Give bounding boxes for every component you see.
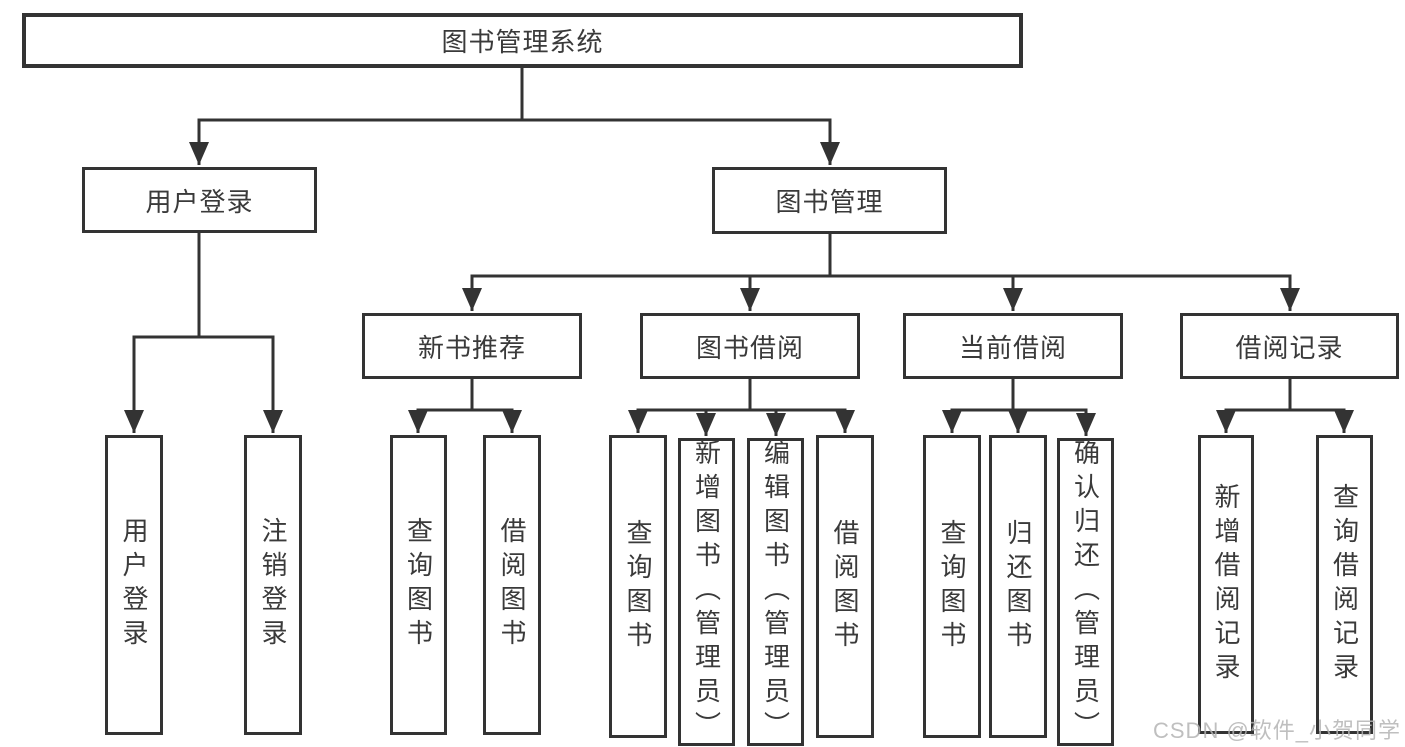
leaf-user-login: 用户登录 <box>105 435 163 735</box>
csdn-watermark: CSDN @软件_小贺同学 <box>1153 718 1402 743</box>
node-current-borrowing: 当前借阅 <box>903 313 1123 379</box>
leaf-query-borrow-record: 查询借阅记录 <box>1316 435 1373 734</box>
leaf-edit-books-admin-label: 编辑图书（管理员） <box>760 439 791 745</box>
leaf-edit-books-admin: 编辑图书（管理员） <box>747 438 804 746</box>
node-book-management: 图书管理 <box>712 167 947 234</box>
node-borrowing-records: 借阅记录 <box>1180 313 1399 379</box>
connector-book-management-split <box>470 232 1292 278</box>
node-library-management-system-label: 图书管理系统 <box>441 27 604 57</box>
leaf-query-books-borrowing-label: 查询图书 <box>623 518 653 655</box>
connector-borrowing-records-split <box>1224 377 1346 412</box>
leaf-confirm-return-admin: 确认归还（管理员） <box>1057 438 1114 746</box>
connector-user-login-split <box>132 231 275 339</box>
leaf-user-login-label: 用户登录 <box>119 517 149 653</box>
leaf-borrow-books-newrec: 借阅图书 <box>483 435 541 735</box>
leaf-confirm-return-admin-label: 确认归还（管理员） <box>1070 439 1101 745</box>
leaf-add-borrow-record-label: 新增借阅记录 <box>1211 482 1241 687</box>
leaf-logout: 注销登录 <box>244 435 302 735</box>
leaf-add-borrow-record: 新增借阅记录 <box>1198 435 1254 734</box>
leaf-query-borrow-record-label: 查询借阅记录 <box>1329 482 1360 687</box>
connector-root-split <box>197 66 832 122</box>
connector-new-book-split <box>416 377 514 412</box>
connector-book-borrowing-split <box>636 377 847 412</box>
leaf-borrow-books-borrowing: 借阅图书 <box>816 435 874 738</box>
node-book-borrowing-label: 图书借阅 <box>695 332 804 363</box>
connector-current-borrowing-split <box>950 377 1088 412</box>
node-current-borrowing-label: 当前借阅 <box>958 332 1067 363</box>
leaf-logout-label: 注销登录 <box>258 517 288 653</box>
leaf-borrow-books-newrec-label: 借阅图书 <box>497 517 527 653</box>
node-new-book-recommendation: 新书推荐 <box>362 313 582 379</box>
node-library-management-system: 图书管理系统 <box>22 13 1023 68</box>
leaf-add-books-admin-label: 新增图书（管理员） <box>691 439 722 745</box>
leaf-query-books-borrowing: 查询图书 <box>609 435 667 738</box>
node-book-borrowing: 图书借阅 <box>640 313 860 379</box>
leaf-return-books: 归还图书 <box>989 435 1047 738</box>
leaf-return-books-label: 归还图书 <box>1003 518 1033 655</box>
leaf-add-books-admin: 新增图书（管理员） <box>678 438 735 746</box>
node-new-book-recommendation-label: 新书推荐 <box>417 332 526 363</box>
leaf-query-books-current: 查询图书 <box>923 435 981 738</box>
node-book-management-label: 图书管理 <box>775 187 884 217</box>
node-user-login: 用户登录 <box>82 167 317 233</box>
leaf-borrow-books-borrowing-label: 借阅图书 <box>830 518 860 655</box>
leaf-query-books-current-label: 查询图书 <box>937 518 967 655</box>
node-user-login-label: 用户登录 <box>145 186 254 217</box>
leaf-query-books-newrec-label: 查询图书 <box>403 517 434 653</box>
node-borrowing-records-label: 借阅记录 <box>1235 332 1344 363</box>
leaf-query-books-newrec: 查询图书 <box>390 435 447 735</box>
